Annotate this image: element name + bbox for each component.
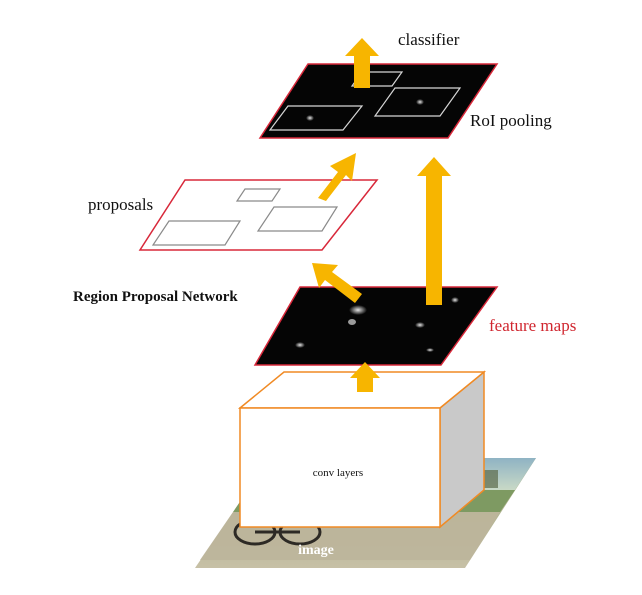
- roi-box: [373, 87, 462, 117]
- arrow-features-to-roi: [417, 157, 451, 305]
- feature-maps-label: feature maps: [489, 316, 576, 335]
- proposal-box: [151, 220, 242, 246]
- arrow-proposals-to-roi: [318, 153, 356, 201]
- arrow-features-to-rpn: [312, 263, 362, 303]
- proposals-label: proposals: [88, 195, 153, 214]
- proposal-box: [256, 206, 339, 232]
- image-label: image: [298, 543, 334, 558]
- classifier-label: classifier: [398, 30, 460, 49]
- conv-layers-label: conv layers: [313, 467, 363, 479]
- arrow-up-icon: [312, 38, 451, 392]
- conv-layers-cube: conv layers: [237, 370, 487, 529]
- arrow-conv-to-features: [350, 362, 380, 392]
- roi-box: [268, 105, 364, 131]
- arrow-roi-to-classifier: [345, 38, 379, 88]
- cube-front-face: [239, 407, 441, 528]
- proposal-box: [235, 188, 282, 202]
- feature-maps-plane: feature maps: [253, 286, 576, 366]
- proposals-plane: proposals: [88, 179, 379, 251]
- roi-pooling-label: RoI pooling: [470, 111, 552, 130]
- roi-pooling-plane: RoI pooling: [258, 63, 552, 139]
- region-proposal-network-label: Region Proposal Network: [73, 289, 238, 305]
